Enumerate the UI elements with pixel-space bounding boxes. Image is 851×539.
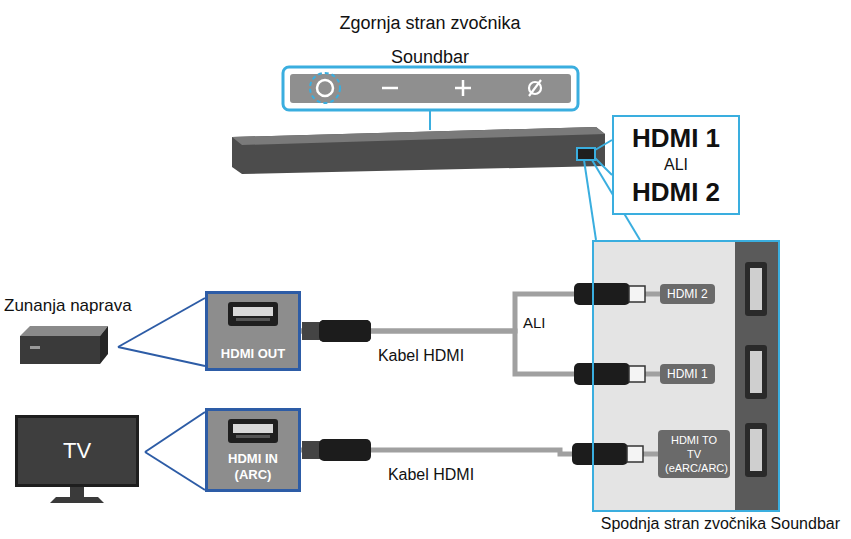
port-label: HDMI TO TV (eARC/ARC) bbox=[665, 433, 723, 475]
plug-head bbox=[302, 322, 320, 340]
port-label: HDMI IN (ARC) bbox=[216, 451, 290, 483]
plug-body bbox=[574, 363, 630, 385]
bottom-panel: Spodnja stran zvočnika SoundbarHDMI 2HDM… bbox=[592, 240, 780, 512]
port-tag: HDMI 1 bbox=[660, 364, 715, 384]
plug-body bbox=[319, 320, 371, 342]
port-label: HDMI 1 bbox=[667, 367, 708, 381]
plug-body bbox=[319, 320, 371, 342]
port-label: HDMI 2 bbox=[667, 287, 708, 301]
port-tag: HDMI TO TV (eARC/ARC) bbox=[658, 430, 730, 478]
port-name: HDMI 2 bbox=[632, 177, 720, 207]
tv-screen: TV bbox=[15, 415, 139, 487]
plug-head bbox=[302, 441, 320, 459]
plug-head bbox=[629, 286, 645, 302]
port-box: HDMI OUT bbox=[205, 291, 301, 371]
plug-head bbox=[302, 322, 320, 340]
panel-heading: Spodnja stran zvočnika Soundbar bbox=[601, 515, 840, 533]
soundbar-body bbox=[232, 127, 640, 240]
port-name: HDMI 1 bbox=[632, 123, 720, 153]
port-box: HDMI IN (ARC) bbox=[205, 408, 301, 492]
plug-body bbox=[319, 439, 371, 461]
view-heading: Zgornja stran zvočnika Soundbar bbox=[320, 6, 540, 74]
tv-label: TV bbox=[63, 438, 91, 464]
port-tag: HDMI 2 bbox=[660, 284, 715, 304]
plug-body bbox=[574, 283, 630, 305]
plug-body bbox=[572, 443, 628, 465]
callout-box: HDMI 1 ALI HDMI 2 bbox=[612, 115, 740, 215]
plug-head bbox=[629, 366, 645, 382]
soundbar-top-panel bbox=[283, 67, 578, 130]
cable-label: Kabel HDMI bbox=[376, 347, 466, 365]
hdmi-cable bbox=[301, 320, 660, 385]
hdmi-cable bbox=[301, 439, 658, 465]
device-name: Zunanja naprava bbox=[4, 296, 132, 316]
cable-label: Kabel HDMI bbox=[386, 466, 476, 484]
port-label: HDMI OUT bbox=[221, 346, 285, 362]
port-name: ALI bbox=[664, 156, 688, 174]
or-label: ALI bbox=[523, 314, 546, 331]
plug-head bbox=[627, 446, 643, 462]
